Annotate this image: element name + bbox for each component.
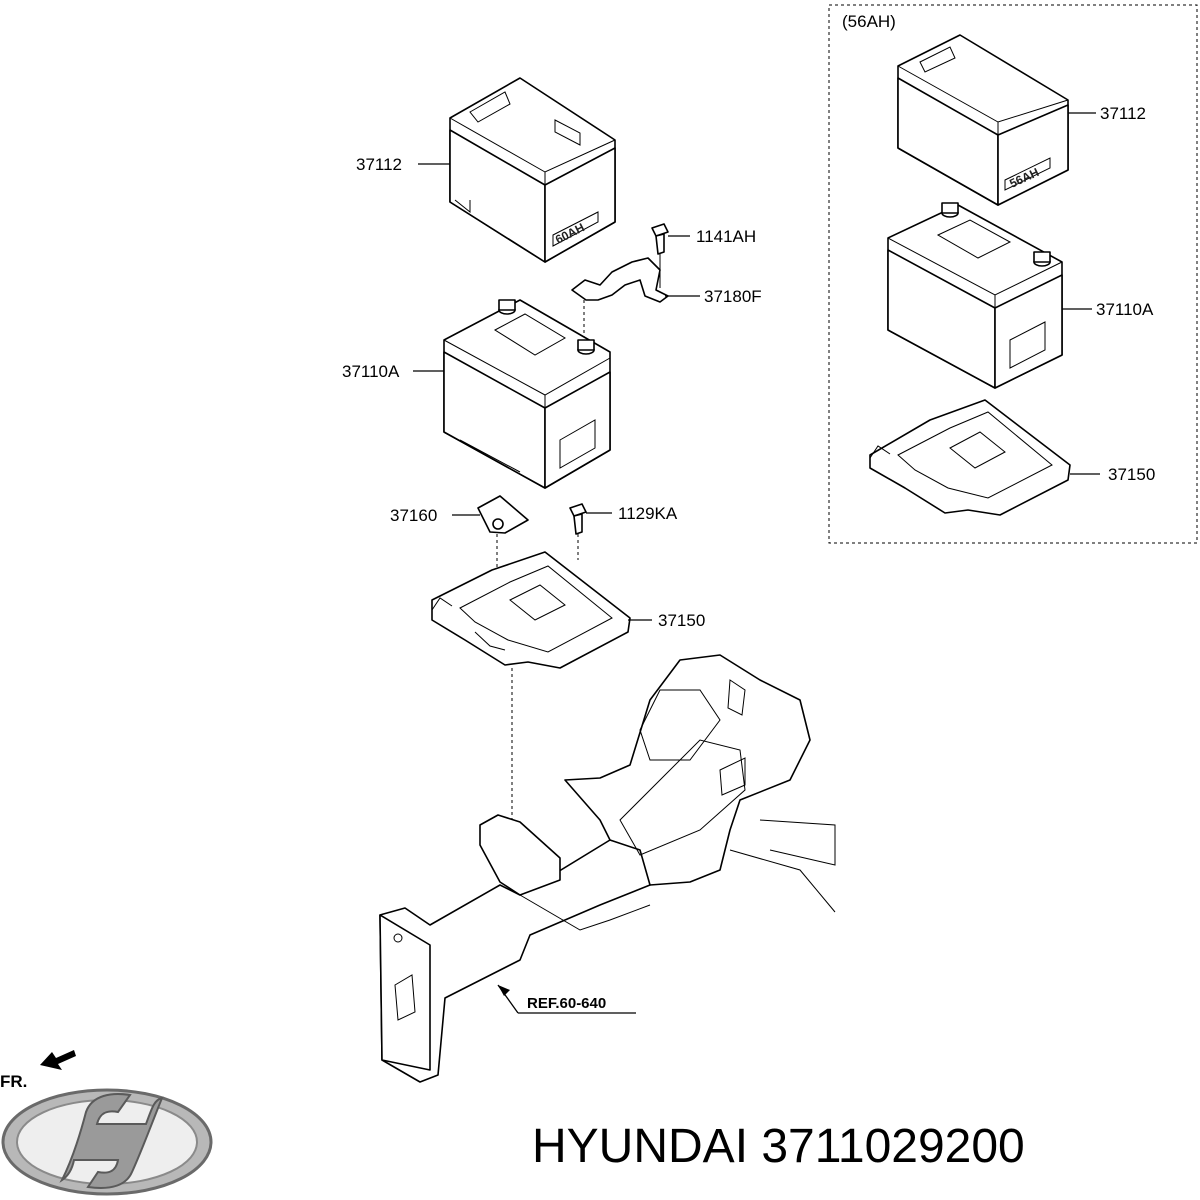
callout-carrier-main: 37150 [658,611,705,630]
bolt-bottom-icon [569,503,587,535]
front-arrow-icon [40,1050,76,1070]
callout-cable: 37180F [704,287,762,306]
variant-box [828,4,1198,544]
reference-arrow-icon [498,985,510,996]
battery-cable [571,254,669,340]
battery-clamp [477,495,529,534]
battery-tray-main: 60AH [449,77,616,263]
callout-bolt-bottom: 1129KA [618,504,678,523]
battery-tray-alt: 56AH [897,34,1069,206]
callout-battery-alt: 37110A [1096,300,1154,319]
hyundai-logo-icon [1,1088,213,1196]
direction-label: FR. [0,1072,27,1091]
callout-tray-alt: 37112 [1100,104,1146,123]
battery-alt [887,202,1063,389]
variant-box-title: (56AH) [842,12,896,31]
reference-label: REF.60-640 [527,995,606,1012]
callout-bolt-top: 1141AH [696,227,756,246]
brand-caption: HYUNDAI 3711029200 [532,1120,1025,1173]
battery-main [443,299,611,489]
callout-clamp: 37160 [390,506,437,525]
battery-carrier-main [431,551,631,669]
callout-carrier-alt: 37150 [1108,465,1155,484]
callout-tray-main: 37112 [356,155,402,174]
battery-carrier-alt [869,399,1071,516]
bolt-top-icon [651,223,669,255]
body-structure [379,654,836,1083]
callout-battery-main: 37110A [342,362,400,381]
